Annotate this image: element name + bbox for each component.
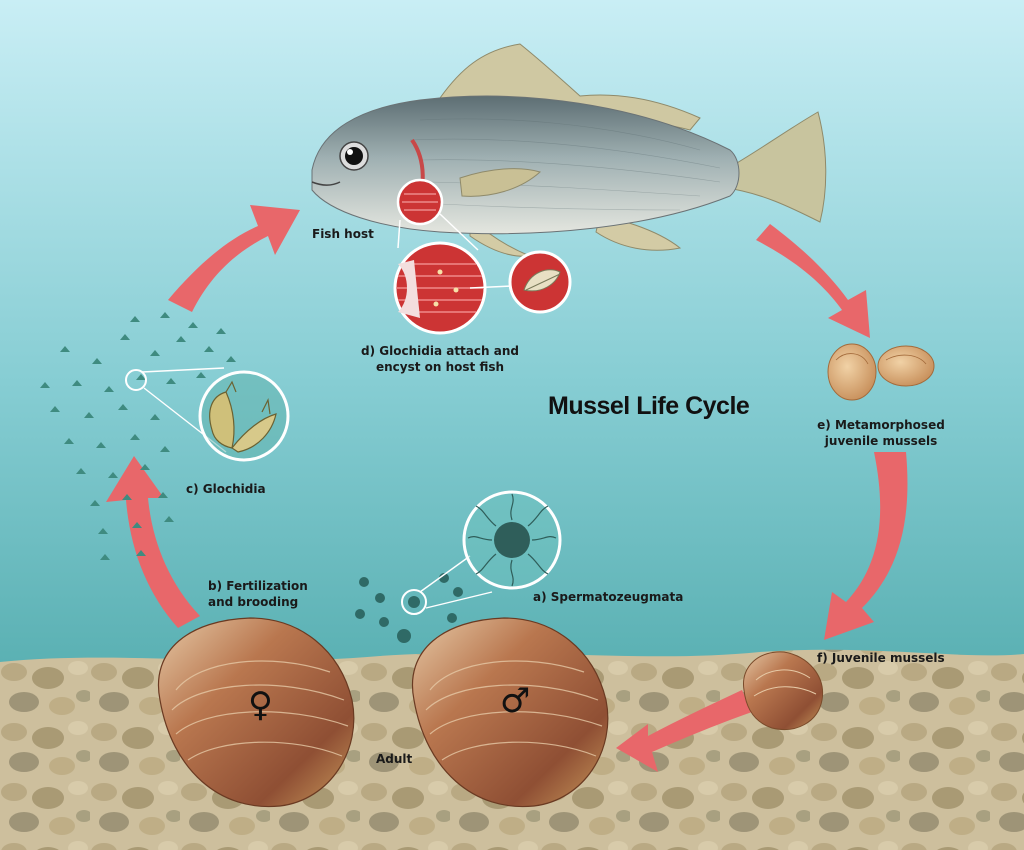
fish-host-illustration [311, 43, 827, 257]
label-metamorphosed-line1: e) Metamorphosed [817, 418, 945, 432]
label-metamorphosed-line2: juvenile mussels [824, 434, 938, 448]
label-spermatozeugmata: a) Spermatozeugmata [533, 590, 684, 604]
glochidium-magnifier [125, 367, 290, 462]
glochidia-cloud [40, 312, 236, 560]
label-juvenile-mussels: f) Juvenile mussels [817, 651, 945, 665]
label-glochidia-attach: d) Glochidia attach and encyst on host f… [340, 343, 540, 375]
male-adult-mussel [411, 617, 609, 808]
label-fish-host: Fish host [312, 227, 374, 241]
label-adult: Adult [376, 752, 413, 766]
arrow-down-right [824, 452, 908, 640]
metamorphosed-juveniles [827, 343, 935, 401]
female-adult-mussel [157, 617, 355, 808]
diagram-title: Mussel Life Cycle [548, 392, 750, 420]
label-metamorphosed-juveniles: e) Metamorphosed juvenile mussels [806, 417, 956, 449]
label-glochidia: c) Glochidia [186, 482, 266, 496]
arrow-to-fish [168, 205, 300, 312]
label-glochidia-attach-line1: d) Glochidia attach and [361, 344, 519, 358]
gill-detail-magnifier [393, 241, 572, 335]
label-glochidia-attach-line2: encyst on host fish [375, 360, 505, 374]
label-fertilization-line1: b) Fertilization [208, 579, 308, 593]
female-symbol-icon: ♀ [248, 685, 273, 725]
label-fertilization-line2: and brooding [208, 595, 299, 609]
arrow-to-adult [616, 690, 752, 772]
arrow-to-juveniles [756, 224, 870, 338]
juvenile-mussel [743, 651, 824, 730]
spermatozeugmata [355, 490, 562, 643]
label-fertilization-brooding: b) Fertilization and brooding [208, 578, 308, 610]
male-symbol-icon: ♂ [500, 681, 531, 721]
